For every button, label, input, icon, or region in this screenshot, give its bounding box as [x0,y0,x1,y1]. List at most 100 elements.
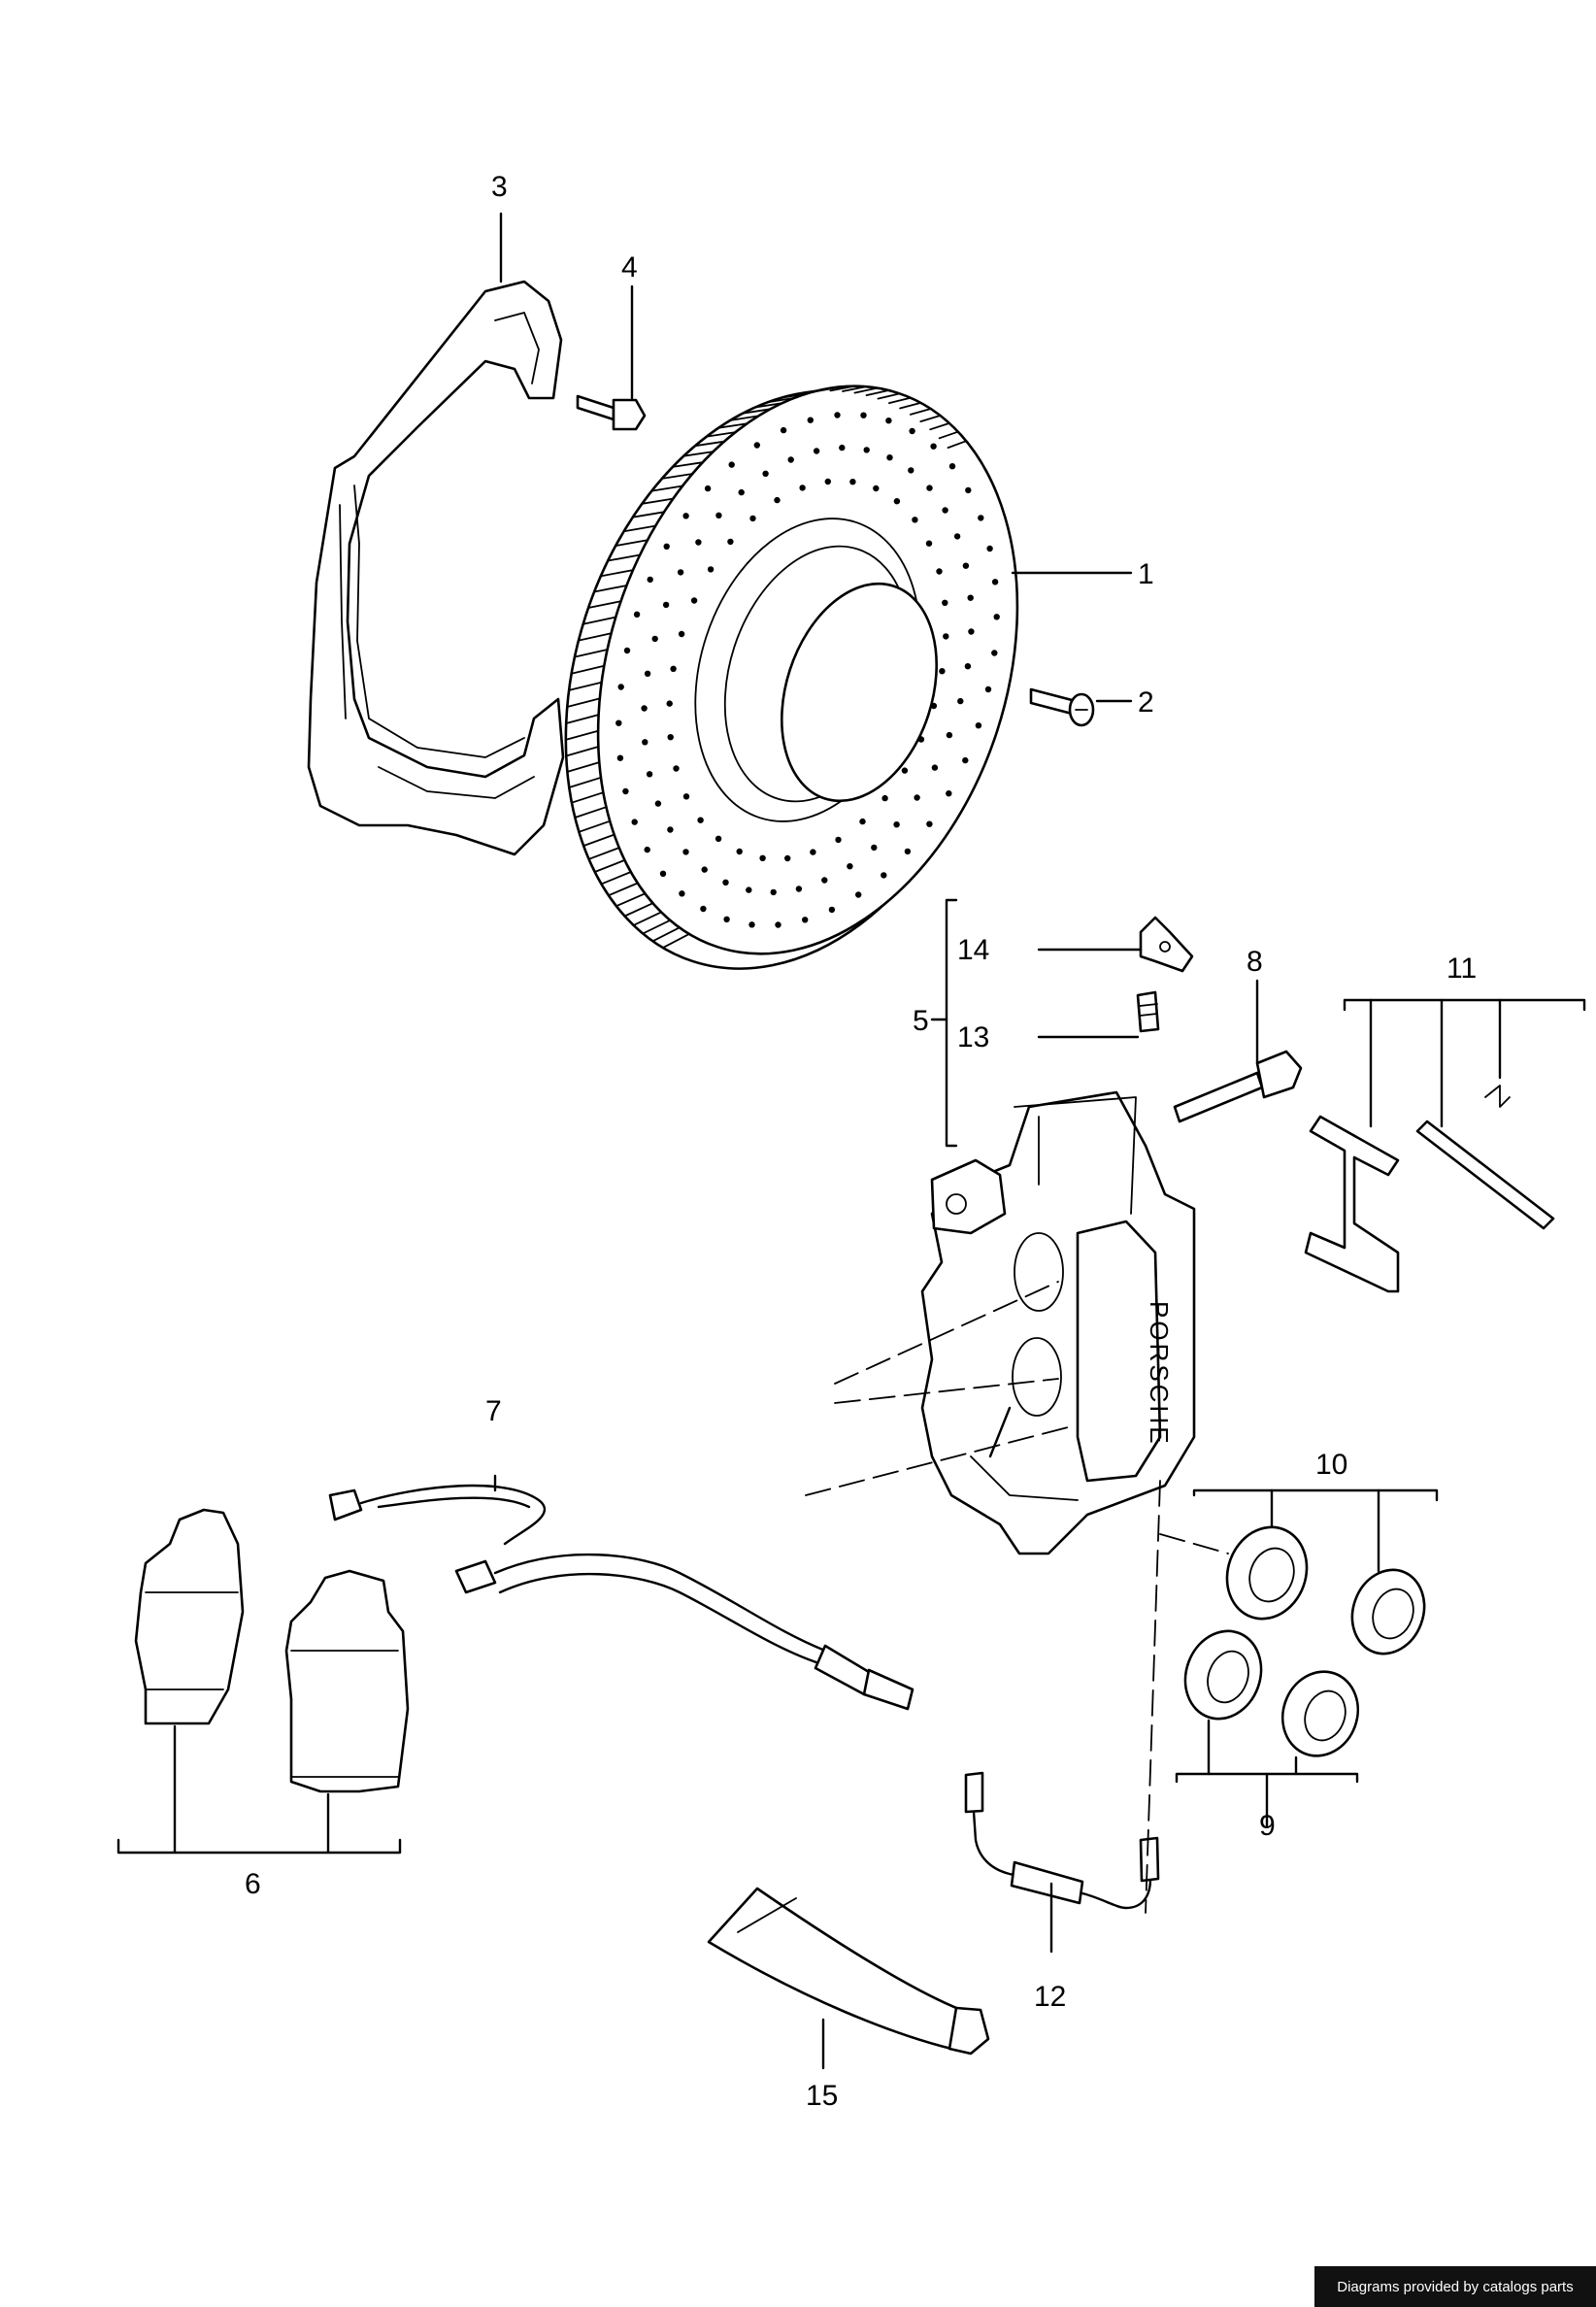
drill-hole [641,705,648,712]
disc-cross-drill-holes [615,412,1000,928]
drill-hole [925,540,933,547]
drill-hole [968,628,975,635]
drill-hole [855,891,862,898]
vent-vane [661,473,694,480]
vent-vane [706,431,737,438]
brake-line [964,1771,1160,1910]
vent-vane [767,396,796,404]
vent-vane [593,585,628,593]
drill-hole [795,886,803,892]
drill-hole [860,412,867,418]
vent-vane [565,714,600,724]
drill-hole [662,601,670,609]
drill-hole [946,790,952,797]
vent-vane [574,806,608,819]
drill-hole [615,719,622,726]
drill-hole [839,444,846,451]
vent-vane [641,497,675,505]
drill-hole [679,890,685,897]
drill-hole [646,771,653,778]
drill-hole [667,734,674,741]
drill-hole [642,739,648,746]
drill-hole [943,633,949,640]
drill-hole [942,507,948,514]
vent-vane [607,553,642,562]
drill-hole [834,412,841,418]
callout-2: 2 [1138,686,1154,719]
vent-vane [568,776,602,788]
vent-vane [829,384,855,392]
drill-hole [926,485,933,491]
brake-caliper: PORSCHE [920,1090,1196,1555]
drill-hole [975,722,982,729]
drill-hole [914,794,920,801]
drill-hole [644,846,650,853]
callout-10: 10 [1315,1449,1347,1481]
vent-vane [651,926,681,943]
diagram-credit: Diagrams provided by catalogs parts [1314,2266,1596,2307]
drill-hole [893,821,900,828]
drill-hole [863,447,870,453]
drill-hole [936,568,943,575]
drill-hole [670,665,677,672]
callout-14: 14 [957,934,989,966]
callout-1: 1 [1138,558,1154,590]
drill-hole [821,877,828,884]
drill-hole [824,478,831,485]
vent-vane [938,430,959,440]
drill-hole [957,697,964,705]
vent-vane [919,415,942,423]
vent-vane [587,847,620,860]
drill-hole [807,417,814,423]
vent-vane [877,392,901,400]
vent-vane [565,746,600,757]
drill-hole [939,668,946,675]
vent-vane [571,791,605,804]
vent-vane [566,697,601,708]
drill-hole [715,512,722,518]
drill-hole [930,702,938,710]
drill-hole [802,917,809,923]
drill-hole [770,888,777,896]
drill-hole [682,513,689,519]
leader-lines [116,212,1586,2070]
vent-vane [650,485,683,492]
drill-hole [931,764,939,771]
caliper-bracket [1139,916,1194,973]
drill-hole [759,854,766,861]
vent-vane [568,681,603,691]
drill-hole [746,886,752,893]
drill-hole [774,496,781,504]
drill-hole [810,849,816,855]
vent-vane [599,569,634,578]
drill-hole [723,916,730,922]
drill-hole [738,488,745,496]
vent-vane [888,396,912,405]
grease-tube [707,1887,990,2056]
drill-hole [991,650,998,656]
drill-hole [666,700,673,707]
drill-hole [881,794,888,802]
drill-hole [753,442,760,449]
drill-hole [736,848,743,855]
drill-hole [695,539,702,546]
drill-hole [682,793,690,800]
callout-7: 7 [485,1395,502,1427]
vent-vane [816,385,844,392]
vent-vane [899,401,922,410]
vent-vane [593,859,626,873]
shield-bolt [576,394,647,431]
drill-hole [901,767,909,774]
caliper-bolt [1173,1050,1303,1123]
drill-hole [893,498,901,505]
drill-hole [978,515,984,521]
callout-13: 13 [957,1021,989,1053]
pad-retainer-kit [1304,1085,1555,1293]
drill-hole [917,736,925,743]
drill-hole [677,569,684,576]
drill-hole [813,448,820,454]
vent-vane [631,511,665,518]
drill-hole [908,467,914,474]
drill-hole [622,787,629,795]
